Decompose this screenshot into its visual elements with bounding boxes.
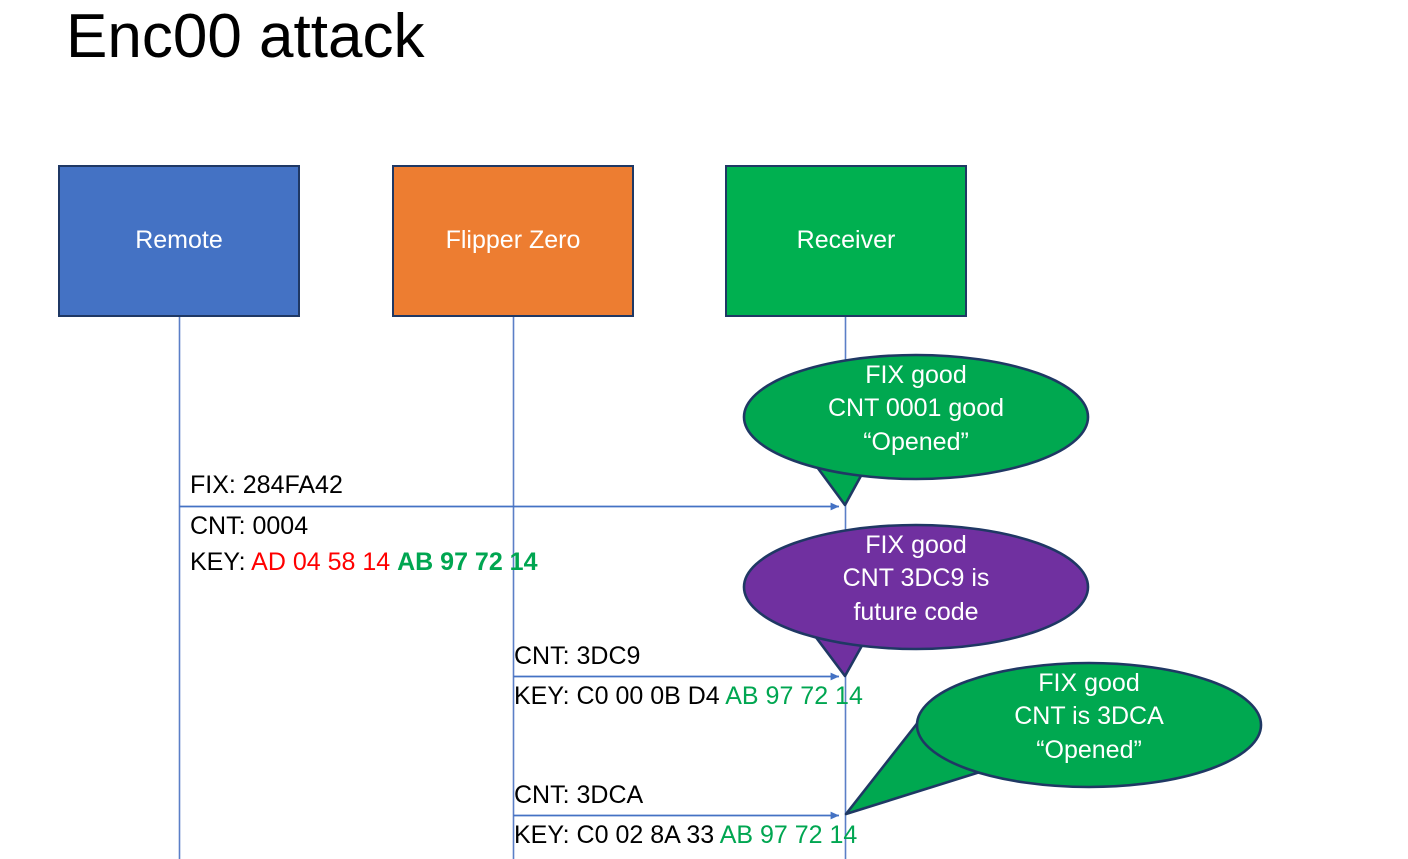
bubble-fix-good-cnt-0001 xyxy=(742,353,1090,507)
message-2-cnt-text: CNT: 3DC9 xyxy=(514,642,641,670)
message-3-cnt-label: CNT: 3DCA xyxy=(514,781,643,810)
actor-box-flipper-zero[interactable]: Flipper Zero xyxy=(392,165,634,317)
message-1-fix-label: FIX: 284FA42 xyxy=(190,471,343,500)
actor-box-receiver[interactable]: Receiver xyxy=(725,165,967,317)
message-3-key-green-bytes: AB 97 72 14 xyxy=(719,821,858,849)
actor-label-receiver: Receiver xyxy=(796,226,896,255)
message-1-fix-text: FIX: 284FA42 xyxy=(190,471,343,499)
actor-box-remote[interactable]: Remote xyxy=(58,165,300,317)
actor-label-flipper-zero: Flipper Zero xyxy=(445,226,581,255)
message-3-cnt-text: CNT: 3DCA xyxy=(514,781,644,809)
message-1-cnt-text: CNT: 0004 xyxy=(190,512,309,540)
message-1-key-label: KEY: AD 04 58 14 AB 97 72 14 xyxy=(190,548,537,577)
page-title: Enc00 attack xyxy=(66,2,425,71)
message-3-key-prefix: KEY: C0 02 8A 33 xyxy=(514,821,720,849)
message-2-key-label: KEY: C0 00 0B D4 AB 97 72 14 xyxy=(514,682,863,711)
message-2-key-green-bytes: AB 97 72 14 xyxy=(725,682,863,710)
bubble-fix-good-cnt-3dca xyxy=(844,661,1263,816)
actor-label-remote: Remote xyxy=(135,226,223,255)
message-1-cnt-label: CNT: 0004 xyxy=(190,512,308,541)
message-2-cnt-label: CNT: 3DC9 xyxy=(514,642,640,671)
message-1-key-red-bytes: AD 04 58 14 xyxy=(251,548,398,576)
bubble-fix-good-future-code xyxy=(742,523,1090,678)
message-1-key-green-bytes: AB 97 72 14 xyxy=(397,548,538,576)
message-1-key-prefix: KEY: xyxy=(190,548,252,576)
message-2-key-prefix: KEY: C0 00 0B D4 xyxy=(514,682,726,710)
message-3-key-label: KEY: C0 02 8A 33 AB 97 72 14 xyxy=(514,821,857,850)
